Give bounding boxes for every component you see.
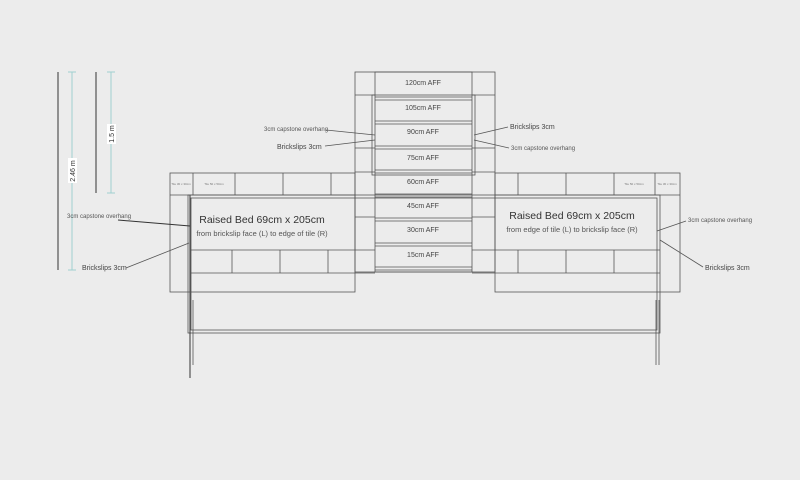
dimension-partial-label: 1.5 m [109,125,116,143]
capstone-annotation: 3cm capstone overhang [511,146,575,152]
step-label: 30cm AFF [407,227,439,234]
step-label: 90cm AFF [407,129,439,136]
left-bed-subtitle: from brickslip face (L) to edge of tile … [196,229,328,238]
left-bed-title: Raised Bed 69cm x 205cm [199,214,325,226]
bed-outline [187,194,661,378]
dimension-partial: 1.5 m [95,71,116,194]
steps-column [354,71,496,273]
step-label: 15cm AFF [407,252,439,259]
tile-label: Tile 50 x 50cm [204,182,224,186]
tile-label: Tile 30 x 30cm [657,182,677,186]
brickslips-annotation: Brickslips 3cm [705,265,750,272]
right-bed-title: Raised Bed 69cm x 205cm [509,210,635,222]
capstone-annotation: 3cm capstone overhang [688,218,752,224]
step-label: 45cm AFF [407,203,439,210]
right-bed-subtitle: from edge of tile (L) to brickslip face … [506,225,638,234]
capstone-annotation: 3cm capstone overhang [67,214,131,220]
dimension-total: 2.46 m [57,71,77,271]
dimension-total-label: 2.46 m [70,160,77,182]
brickslips-annotation: Brickslips 3cm [82,265,127,272]
step-label: 120cm AFF [405,80,441,87]
left-wing: Tile 30 x 30cm Tile 50 x 50cm [169,172,375,293]
brickslips-annotation: Brickslips 3cm [277,144,322,151]
brickslips-annotation: Brickslips 3cm [510,124,555,131]
leader-lines [117,126,704,269]
step-label: 60cm AFF [407,179,439,186]
step-label: 105cm AFF [405,105,441,112]
tile-label: Tile 50 x 50cm [624,182,644,186]
step-label: 75cm AFF [407,155,439,162]
tile-label: Tile 30 x 30cm [171,182,191,186]
capstone-annotation: 3cm capstone overhang [264,127,328,133]
